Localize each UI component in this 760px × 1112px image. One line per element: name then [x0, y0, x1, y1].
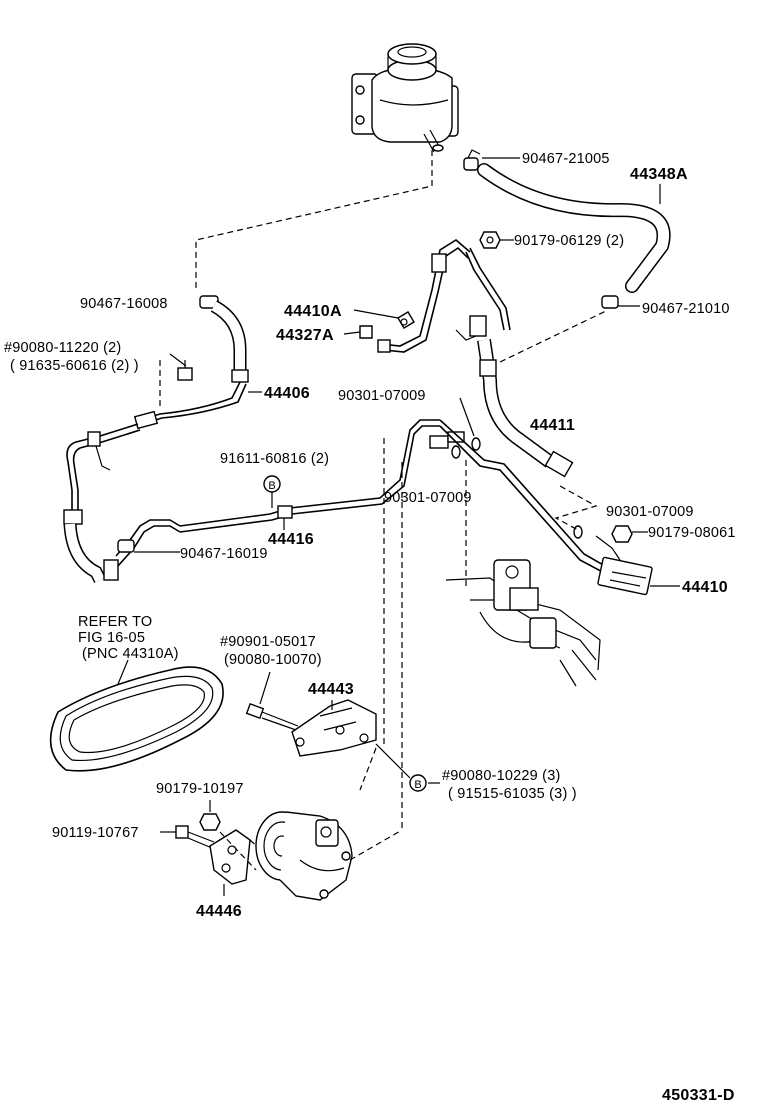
label-90301-07009-c: 90301-07009: [606, 504, 694, 520]
label-90467-21005: 90467-21005: [522, 151, 610, 167]
reservoir-tank: [351, 43, 459, 153]
b-marker-2: B: [409, 774, 427, 792]
label-44327A: 44327A: [276, 327, 334, 344]
b-marker-1-text: B: [268, 480, 275, 492]
nut-90179-06129: [479, 231, 501, 249]
clamp-90467-21010: [601, 295, 619, 309]
pressure-tube: [377, 239, 511, 353]
label-44410A: 44410A: [284, 303, 342, 320]
label-90179-06129: 90179-06129 (2): [514, 233, 624, 249]
clamp-90467-16019: [117, 539, 135, 553]
drive-belt: [49, 666, 224, 772]
label-44348A: 44348A: [630, 166, 688, 183]
bracket-44443: [291, 699, 377, 757]
label-90467-16008: 90467-16008: [80, 296, 168, 312]
label-44410: 44410: [682, 579, 728, 596]
label-44443: 44443: [308, 681, 354, 698]
label-90467-21010: 90467-21010: [642, 301, 730, 317]
steering-gear: [445, 559, 601, 687]
union-fittings: [429, 431, 465, 449]
label-90179-10197: 90179-10197: [156, 781, 244, 797]
label-90179-08061: 90179-08061: [648, 525, 736, 541]
label-90467-16019: 90467-16019: [180, 546, 268, 562]
label-44446: 44446: [196, 903, 242, 920]
label-90901-05017: #90901-05017: [220, 634, 316, 650]
o-ring-b: [451, 445, 461, 459]
label-91515-61035: ( 91515-61035 (3) ): [448, 786, 577, 802]
label-90301-07009-a: 90301-07009: [338, 388, 426, 404]
label-44411: 44411: [530, 417, 575, 434]
label-44406: 44406: [264, 385, 310, 402]
label-91611-60816: 91611-60816 (2): [220, 451, 329, 467]
label-90119-10767: 90119-10767: [52, 825, 139, 841]
tube-44410: [439, 419, 653, 596]
label-refer-to: REFER TO: [78, 614, 152, 630]
union-44410A: [397, 311, 415, 329]
clamp-90467-21005: [463, 149, 481, 171]
b-marker-2-text: B: [414, 779, 421, 791]
hose-44348A: [477, 163, 671, 293]
label-90301-07009-b: 90301-07009: [384, 490, 472, 506]
label-91635-60616: ( 91635-60616 (2) ): [10, 358, 139, 374]
nut-90179-10197: [199, 813, 221, 831]
bolt-90901-05017: [245, 703, 299, 731]
clip-44327A: [359, 325, 373, 339]
o-ring-a: [471, 437, 481, 451]
nut-90179-08061: [611, 525, 633, 543]
bolt-90080-11220: [177, 360, 193, 381]
tube-44416: [179, 419, 440, 533]
label-44416: 44416: [268, 531, 314, 548]
power-steering-pump: [255, 811, 353, 901]
figure-id: 450331-D: [662, 1087, 735, 1104]
b-marker-1: B: [263, 475, 281, 493]
hose-44411: [477, 338, 574, 478]
label-90080-10070: (90080-10070): [224, 652, 322, 668]
label-90080-11220: #90080-11220 (2): [4, 340, 121, 356]
label-refer-pnc: (PNC 44310A): [82, 646, 179, 662]
bracket-44446: [209, 829, 251, 885]
label-refer-fig: FIG 16-05: [78, 630, 145, 646]
label-90080-10229: #90080-10229 (3): [442, 768, 561, 784]
